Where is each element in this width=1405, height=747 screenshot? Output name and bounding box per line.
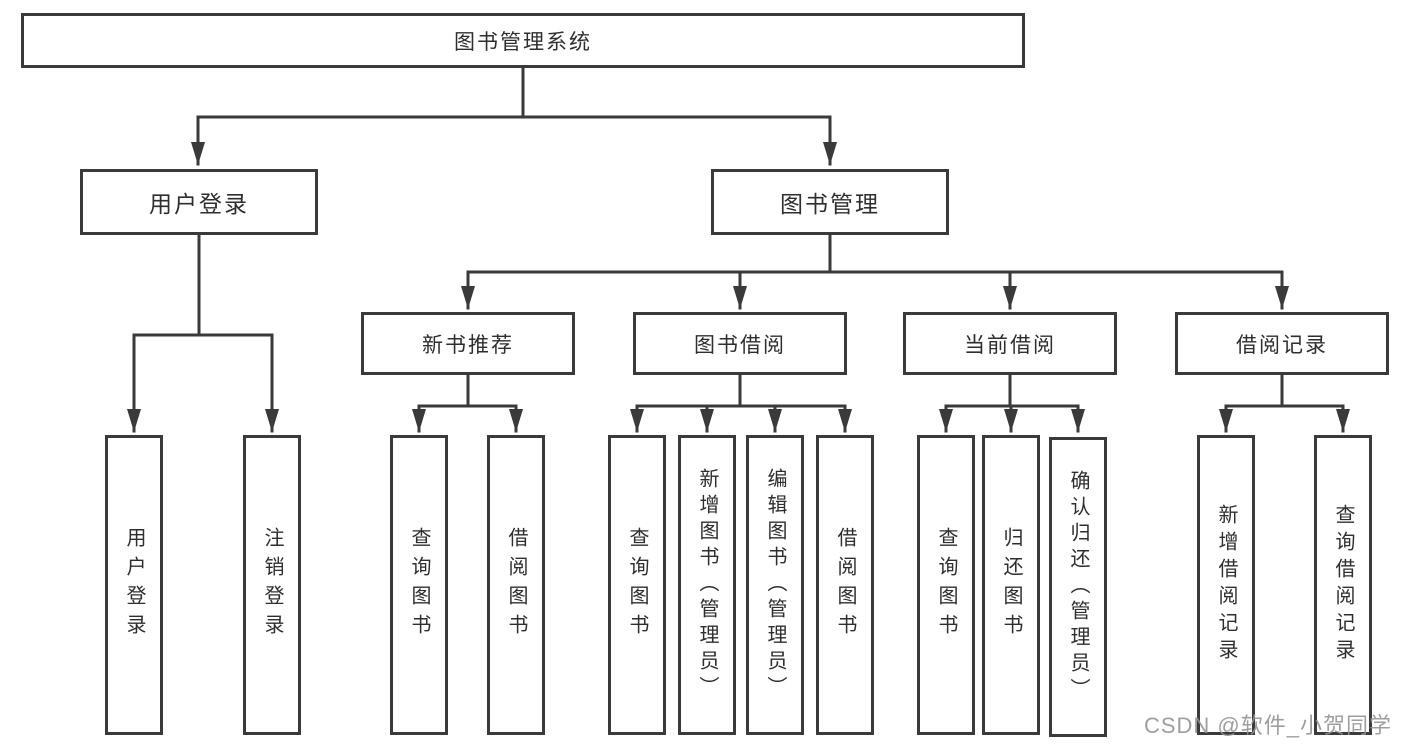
leaf-borrow-books-1: 借阅图书	[487, 435, 545, 735]
leaf-borrow-books-2: 借阅图书	[816, 435, 874, 735]
leaf-add-book-admin: 新增图书（管理员）	[678, 435, 736, 735]
leaf-edit-book-admin: 编辑图书（管理员）	[746, 435, 804, 735]
leaf-query-books-1: 查询图书	[390, 435, 448, 735]
node-book-management-branch: 图书管理	[711, 169, 949, 235]
node-new-book-recommendation: 新书推荐	[361, 312, 575, 375]
node-library-management-system: 图书管理系统	[21, 13, 1025, 68]
leaf-user-login: 用户登录	[105, 435, 163, 735]
leaf-add-borrow-record: 新增借阅记录	[1197, 435, 1255, 735]
leaf-query-books-2: 查询图书	[608, 435, 666, 735]
leaf-logout: 注销登录	[243, 435, 301, 735]
csdn-watermark: CSDN @软件_小贺同学	[1143, 713, 1392, 738]
leaf-confirm-return-admin: 确认归还（管理员）	[1049, 437, 1107, 737]
node-book-borrowing: 图书借阅	[633, 312, 847, 375]
node-current-borrowing: 当前借阅	[903, 312, 1117, 375]
leaf-query-borrow-record: 查询借阅记录	[1314, 435, 1372, 735]
node-borrowing-records: 借阅记录	[1175, 312, 1389, 375]
leaf-query-books-3: 查询图书	[917, 435, 975, 735]
node-user-login-branch: 用户登录	[80, 169, 318, 235]
leaf-return-book: 归还图书	[982, 435, 1040, 735]
